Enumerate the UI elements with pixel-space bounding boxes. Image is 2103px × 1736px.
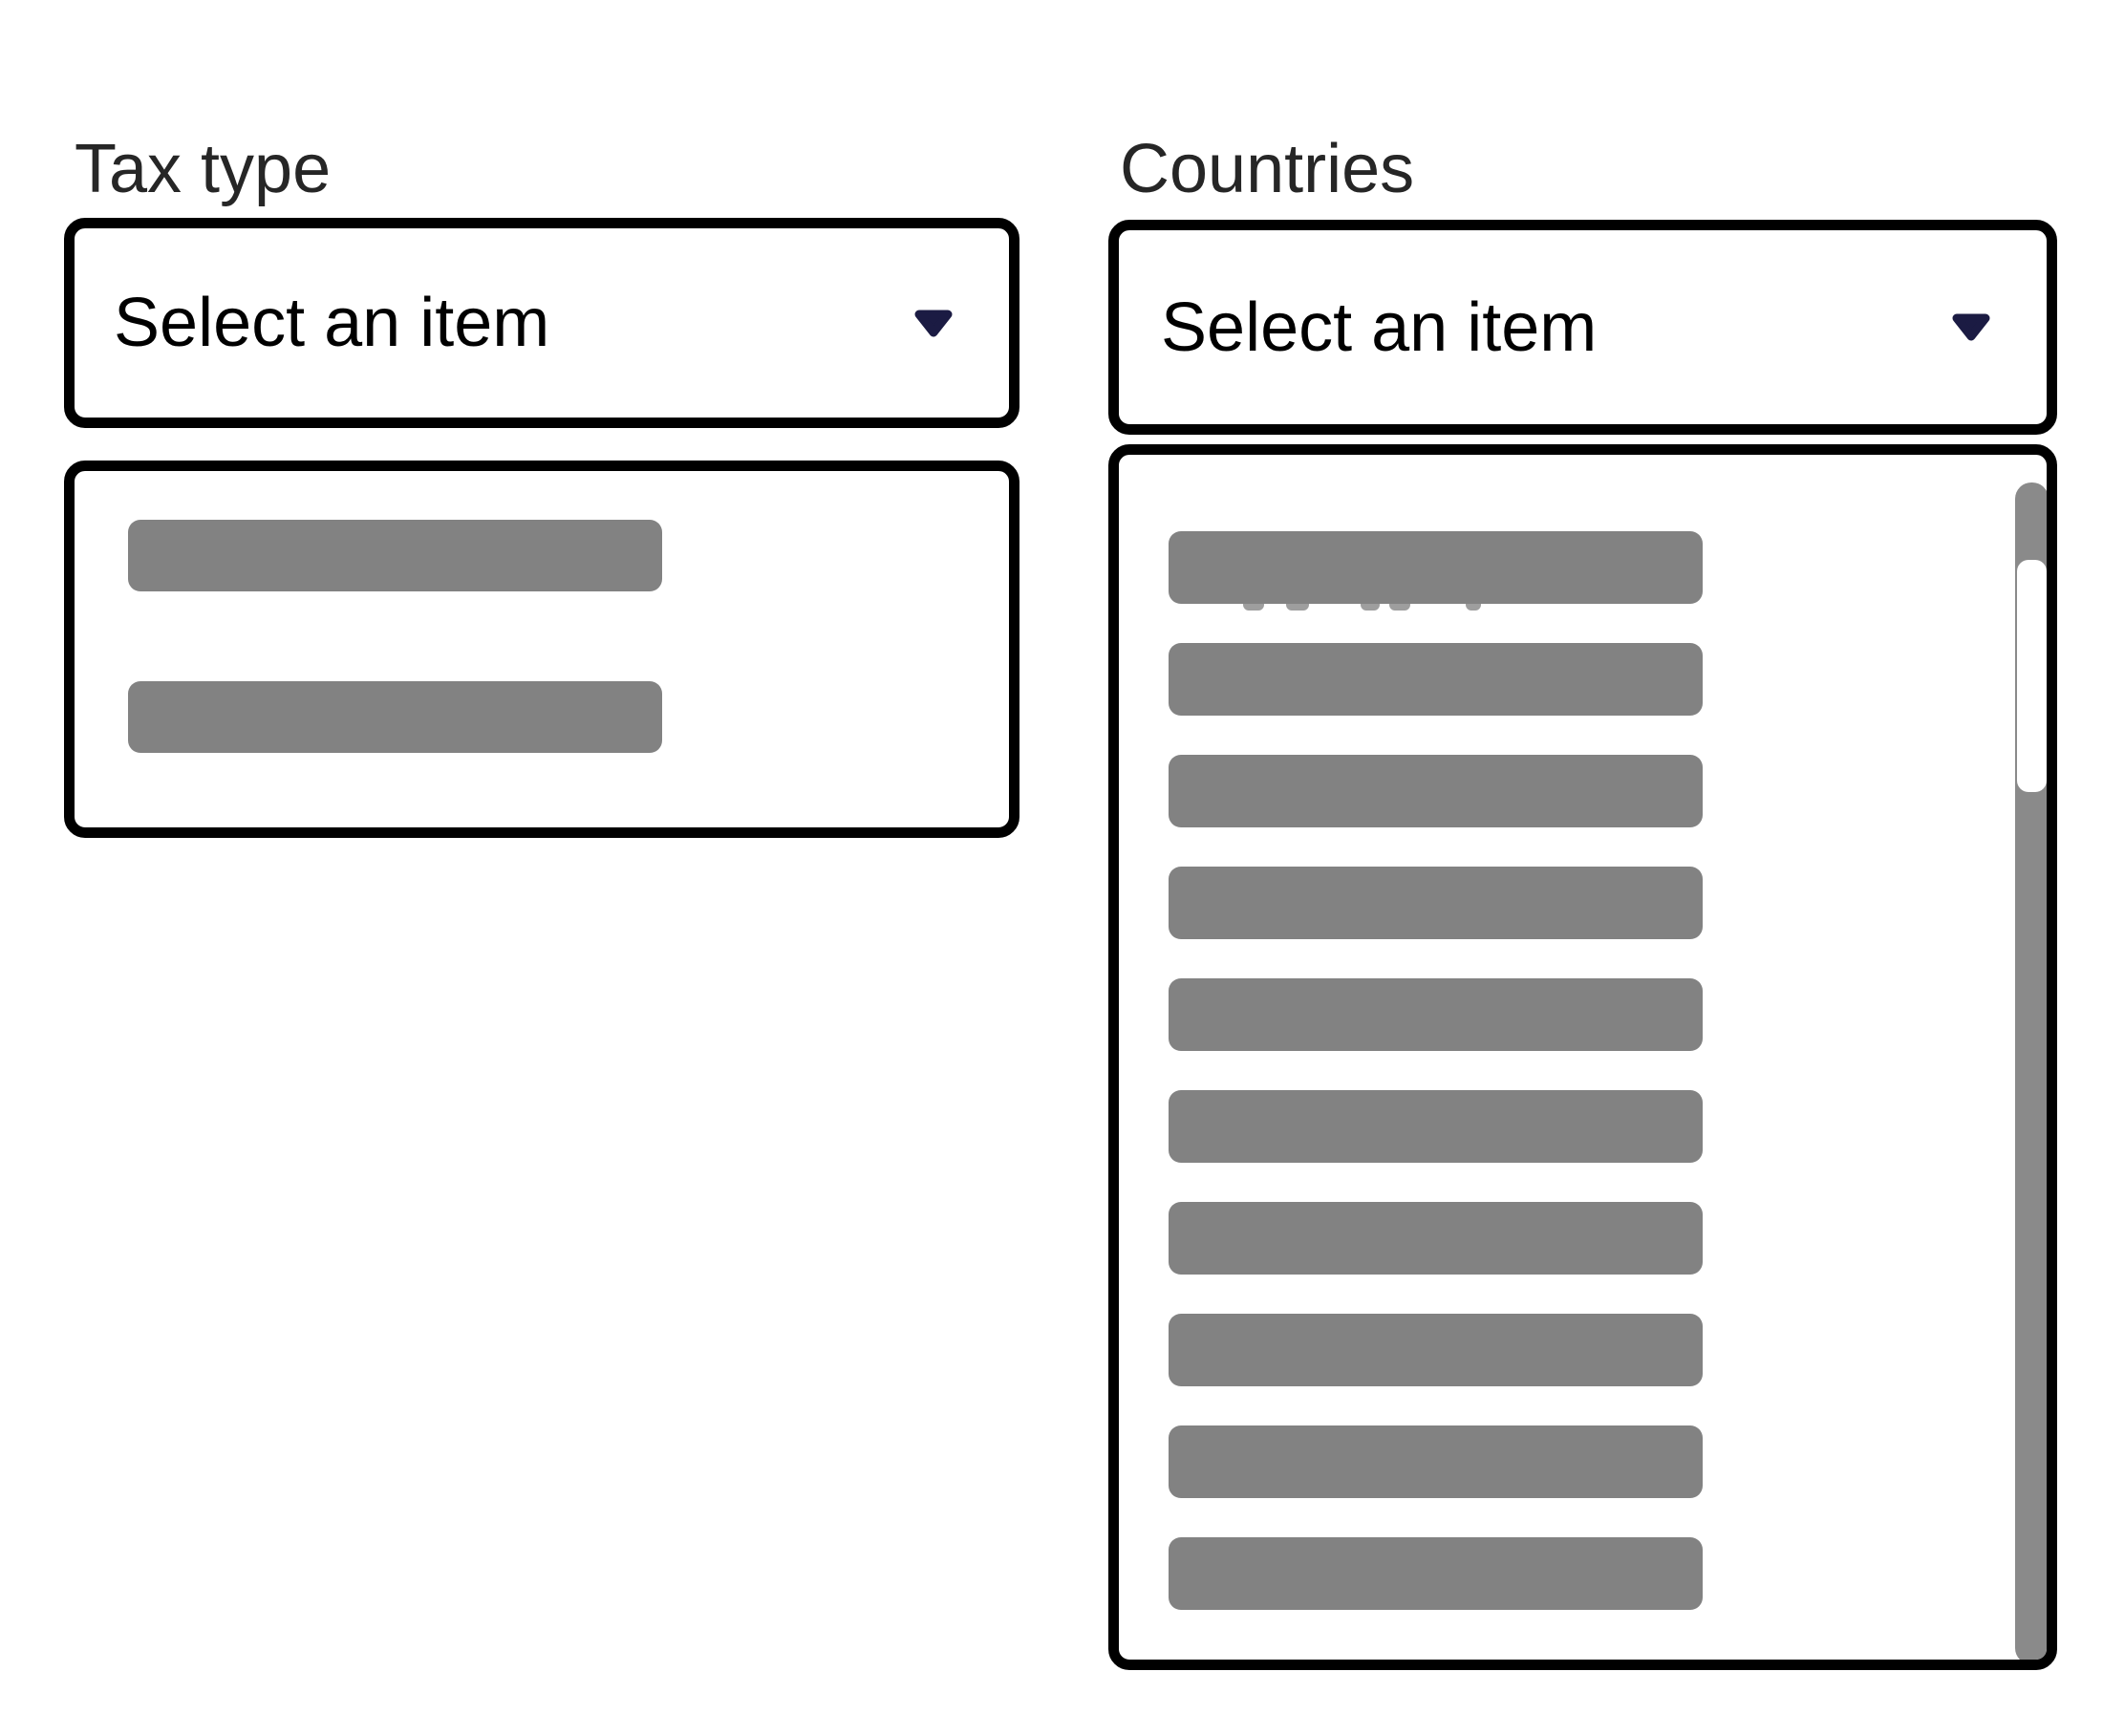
redacted-option[interactable]: [1169, 531, 1703, 604]
redacted-option[interactable]: [1169, 755, 1703, 827]
redacted-option[interactable]: [1169, 1314, 1703, 1386]
chevron-down-icon: [1952, 313, 1990, 341]
chevron-down-icon: [914, 310, 953, 336]
countries-select-value: Select an item: [1161, 289, 1598, 366]
tax-type-listbox: [64, 461, 1019, 838]
redacted-option[interactable]: [128, 520, 662, 591]
tax-type-label: Tax type: [75, 131, 332, 207]
redacted-option[interactable]: [1169, 1090, 1703, 1163]
redacted-option[interactable]: [1169, 643, 1703, 716]
redacted-option[interactable]: [1169, 1202, 1703, 1275]
redacted-option[interactable]: [1169, 1537, 1703, 1610]
redacted-option[interactable]: [128, 681, 662, 753]
scrollbar[interactable]: [2015, 482, 2047, 1660]
countries-select[interactable]: Select an item: [1108, 220, 2057, 435]
tax-type-select[interactable]: Select an item: [64, 218, 1019, 428]
redacted-option[interactable]: [1169, 867, 1703, 939]
tax-type-select-value: Select an item: [114, 285, 550, 361]
redacted-option[interactable]: [1169, 978, 1703, 1051]
countries-listbox: [1108, 444, 2057, 1670]
redacted-option[interactable]: [1169, 1425, 1703, 1498]
countries-label: Countries: [1120, 131, 1415, 207]
scrollbar-thumb[interactable]: [2017, 560, 2047, 792]
